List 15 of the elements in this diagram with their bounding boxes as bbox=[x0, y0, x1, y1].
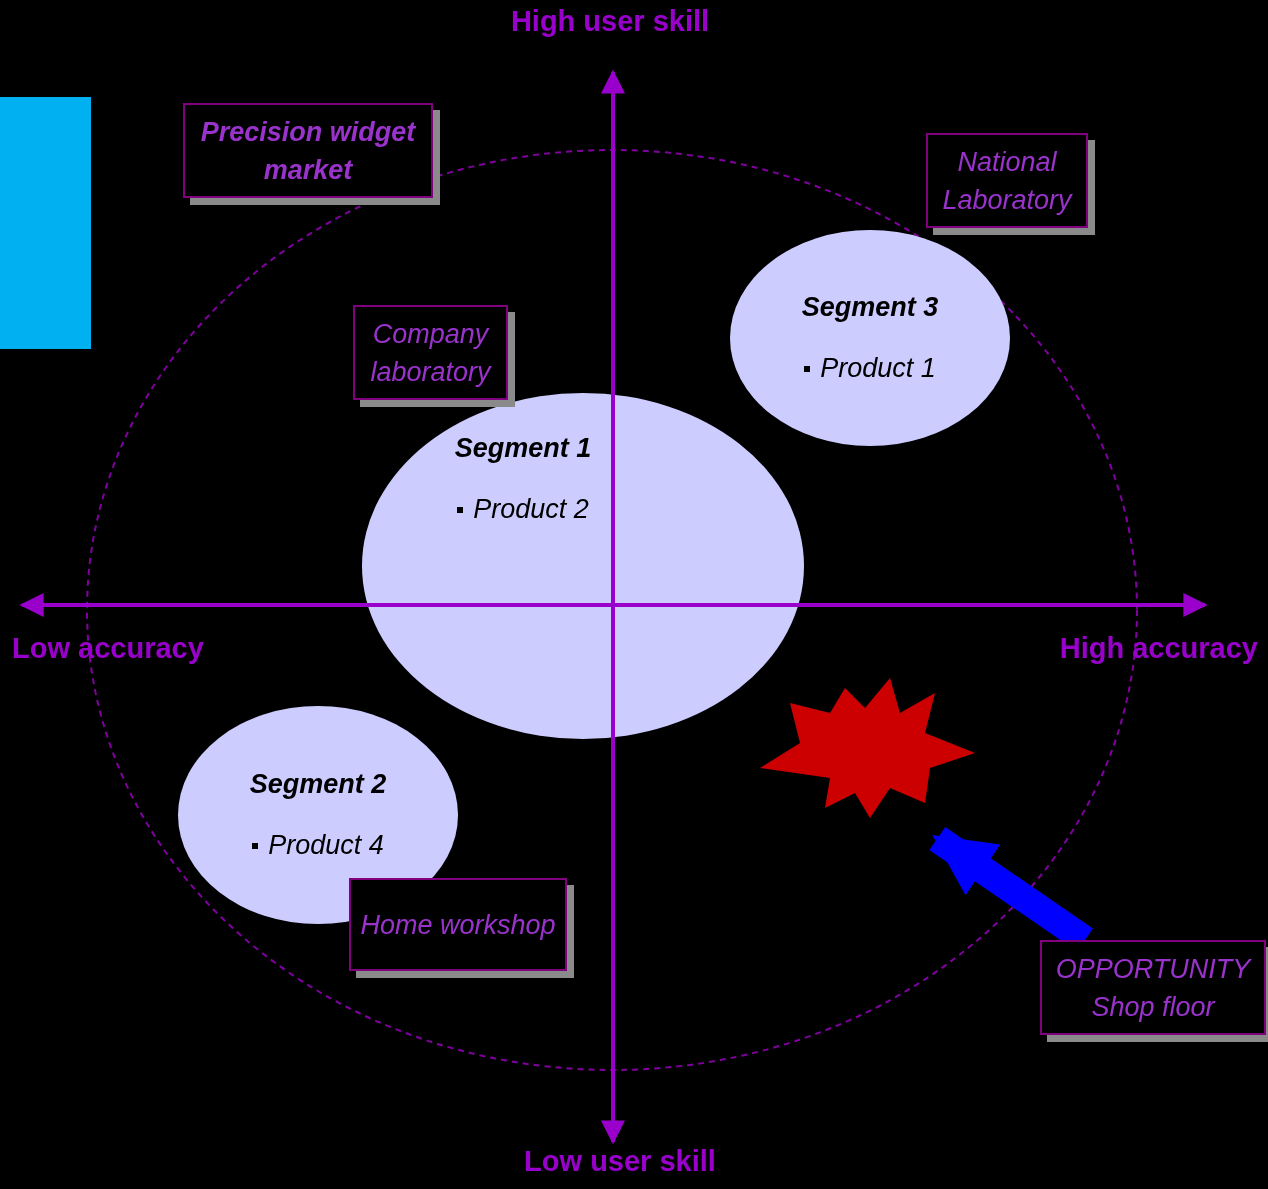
segment-title: Segment 1 bbox=[454, 433, 592, 464]
box-label: Company laboratory bbox=[369, 317, 493, 389]
segment-title: Segment 2 bbox=[249, 769, 387, 800]
box-label: Home workshop bbox=[359, 908, 557, 942]
box-label: OPPORTUNITY Shop floor bbox=[1054, 952, 1253, 1024]
box-label: Precision widget market bbox=[199, 115, 417, 187]
product-name: Product 4 bbox=[268, 830, 384, 861]
axis-label: Low user skill bbox=[524, 1145, 716, 1177]
axis-label: High user skill bbox=[510, 5, 710, 37]
segment-title: Segment 3 bbox=[801, 292, 939, 323]
axis-label: Low accuracy bbox=[12, 632, 204, 664]
box-label: National Laboratory bbox=[941, 145, 1074, 217]
axis-label: High accuracy bbox=[1059, 632, 1258, 664]
product-name: Product 1 bbox=[820, 353, 936, 384]
product-name: Product 2 bbox=[473, 494, 589, 525]
